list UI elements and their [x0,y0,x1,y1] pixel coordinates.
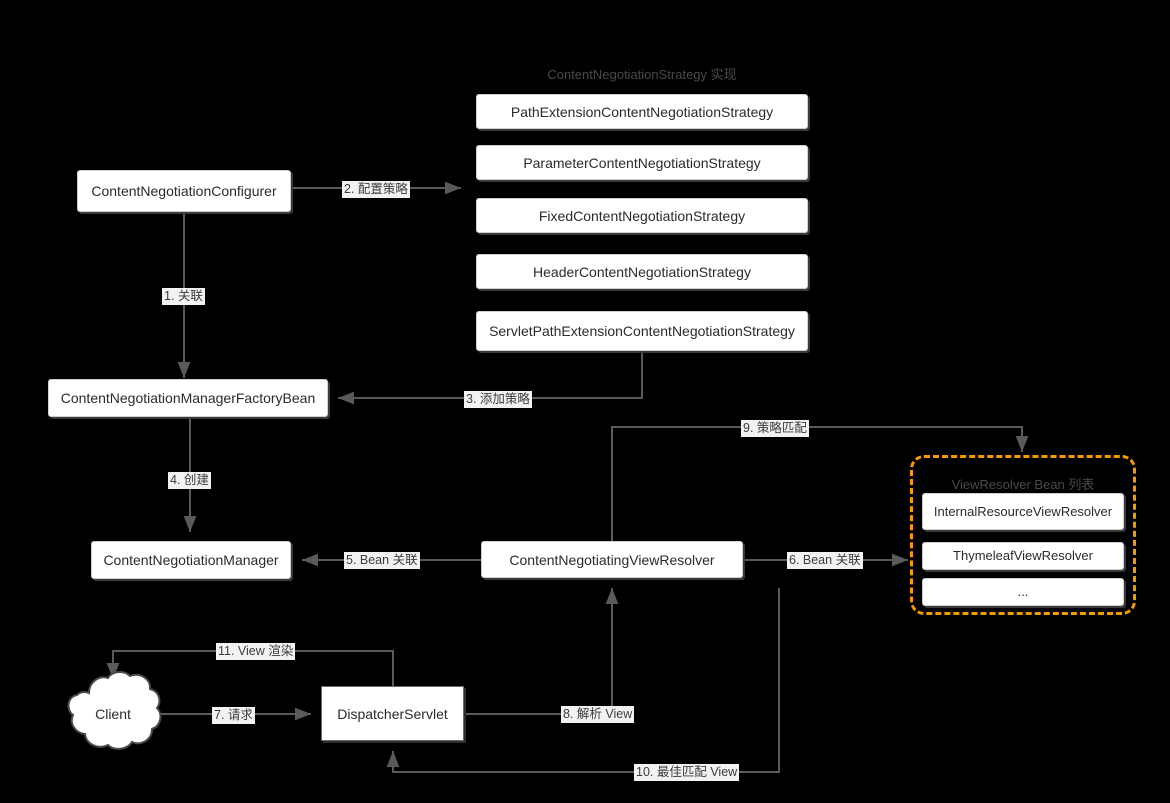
edge-label-5: 5. Bean 关联 [344,552,420,569]
edge-10-path [386,588,780,773]
edge-label-10: 10. 最佳匹配 View [634,764,740,781]
node-dispatcher-servlet[interactable]: DispatcherServlet [321,686,464,741]
edge-label-9: 9. 策略匹配 [741,420,809,437]
cloud-icon [67,671,162,750]
strategy-node-fixed[interactable]: FixedContentNegotiationStrategy [476,198,808,233]
view-resolver-node-more[interactable]: ... [922,578,1124,606]
node-content-negotiating-view-resolver[interactable]: ContentNegotiatingViewResolver [481,541,743,578]
view-resolver-node-thymeleaf[interactable]: ThymeleafViewResolver [922,542,1124,570]
viewresolver-group-title: ViewResolver Bean 列表 [951,477,1095,492]
node-content-negotiation-configurer[interactable]: ContentNegotiationConfigurer [77,170,291,212]
strategy-node-path-extension[interactable]: PathExtensionContentNegotiationStrategy [476,94,808,129]
edge-label-2: 2. 配置策略 [342,181,410,198]
edge-8-path [464,588,619,715]
edge-label-6: 6. Bean 关联 [787,552,863,569]
view-resolver-node-internal-resource[interactable]: InternalResourceViewResolver [922,493,1124,530]
viewresolver-group-box [910,455,1136,615]
edge-label-4: 4. 创建 [168,472,211,489]
edge-label-3: 3. 添加策略 [464,391,532,408]
strategy-node-header[interactable]: HeaderContentNegotiationStrategy [476,254,808,289]
edge-label-1: 1. 关联 [162,288,205,305]
edge-label-7: 7. 请求 [212,707,255,724]
edge-label-11: 11. View 渲染 [216,643,296,660]
node-content-negotiation-manager[interactable]: ContentNegotiationManager [91,541,291,579]
edge-label-8: 8. 解析 View [561,706,635,723]
edge-3-path [338,344,643,405]
node-content-negotiation-manager-factory-bean[interactable]: ContentNegotiationManagerFactoryBean [48,379,328,417]
strategy-group-title: ContentNegotiationStrategy 实现 [547,67,737,82]
strategy-node-servlet-path-extension[interactable]: ServletPathExtensionContentNegotiationSt… [476,311,808,351]
strategy-node-parameter[interactable]: ParameterContentNegotiationStrategy [476,145,808,180]
client-label: Client [95,706,131,722]
node-client[interactable]: Client [62,669,164,760]
